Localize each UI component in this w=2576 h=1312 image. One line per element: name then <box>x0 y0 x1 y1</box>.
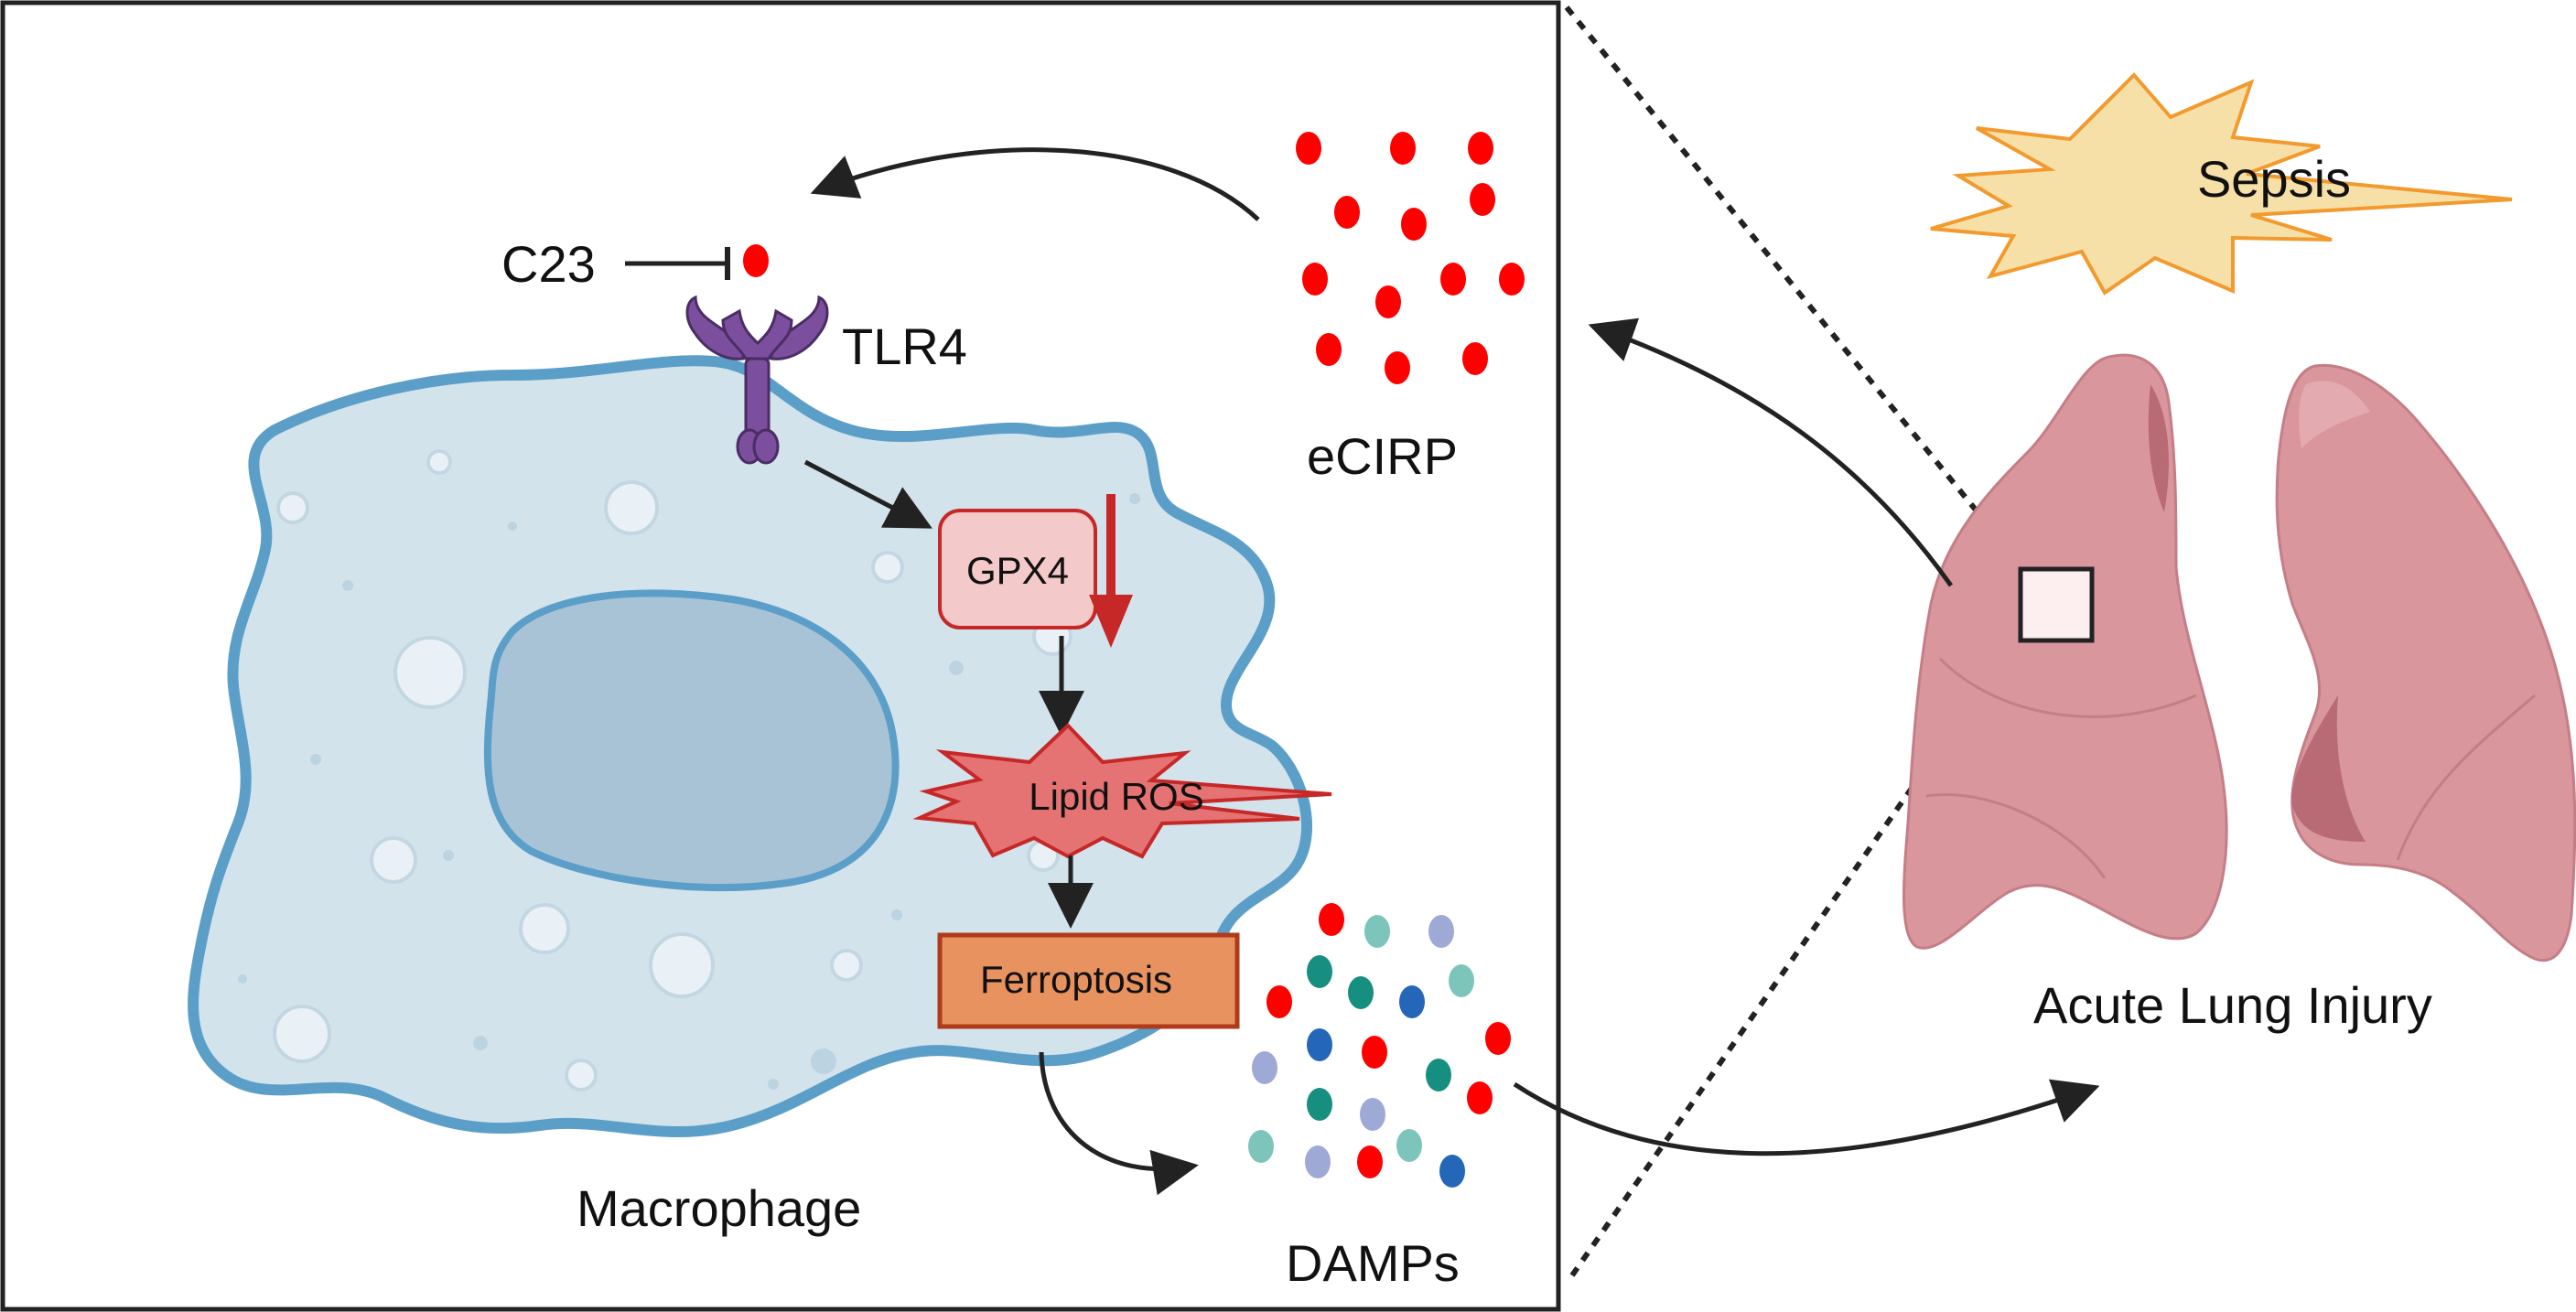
ecirp-bound-dot <box>743 244 769 277</box>
vesicles <box>238 449 1140 1092</box>
sepsis-burst <box>1930 72 2513 296</box>
acute-lung-injury-label: Acute Lung Injury <box>2033 976 2432 1034</box>
tlr4-to-gpx4-arrow <box>803 459 932 529</box>
macrophage-nucleus <box>483 589 900 892</box>
macrophage-label: Macrophage <box>577 1179 861 1237</box>
lipid-ros-burst <box>912 723 1332 859</box>
lung-right-lobe <box>2275 363 2576 962</box>
ecirp-dots <box>1296 132 1525 384</box>
damps-to-ali-arrow <box>1513 1079 2100 1156</box>
c23-label: C23 <box>501 235 596 293</box>
lipid-ros-label: Lipid ROS <box>1029 775 1203 818</box>
ferroptosis-to-damps-arrow <box>1039 1051 1199 1196</box>
ecirp-to-tlr4-arrow <box>810 147 1260 221</box>
tlr4-receptor-icon <box>685 295 829 465</box>
gpx4-box <box>938 509 1097 629</box>
damps-label: DAMPs <box>1286 1234 1460 1292</box>
lung-left-lobe <box>1902 353 2228 950</box>
damps-dots <box>1248 903 1511 1188</box>
sepsis-label: Sepsis <box>2197 150 2351 208</box>
gpx4-label: GPX4 <box>966 549 1069 592</box>
tlr4-label: TLR4 <box>842 317 967 375</box>
zoom-line-top <box>1564 5 2025 569</box>
lung-to-ecirp-arrow <box>1588 317 1954 587</box>
c23-inhibition-icon <box>625 247 730 280</box>
ferroptosis-label: Ferroptosis <box>980 958 1172 1001</box>
downregulation-arrow-icon <box>1089 494 1133 648</box>
lung-icon <box>1902 353 2576 962</box>
inset-box-icon <box>2018 566 2095 643</box>
ferroptosis-box <box>937 932 1240 1029</box>
ecirp-label: eCIRP <box>1307 427 1458 485</box>
